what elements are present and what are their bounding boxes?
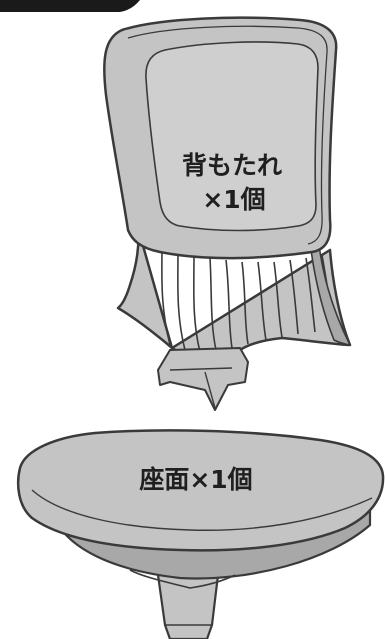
header-tab	[0, 0, 140, 12]
seat-label: 座面×1個	[139, 465, 252, 494]
seat-cushion	[16, 429, 385, 552]
backrest-label-line2: ×1個	[202, 185, 265, 214]
seat-illustration: 座面×1個	[16, 429, 385, 639]
backrest-inner-panel	[145, 41, 319, 232]
seat-seam	[31, 489, 373, 531]
backrest-side-panel	[309, 237, 351, 346]
backrest-label-line1: 背もたれ	[182, 151, 282, 180]
backrest-ribs	[161, 247, 334, 353]
backrest-illustration: 背もたれ ×1個	[103, 16, 352, 411]
backrest-edge-line	[127, 25, 328, 245]
backrest-bracket	[157, 347, 249, 411]
